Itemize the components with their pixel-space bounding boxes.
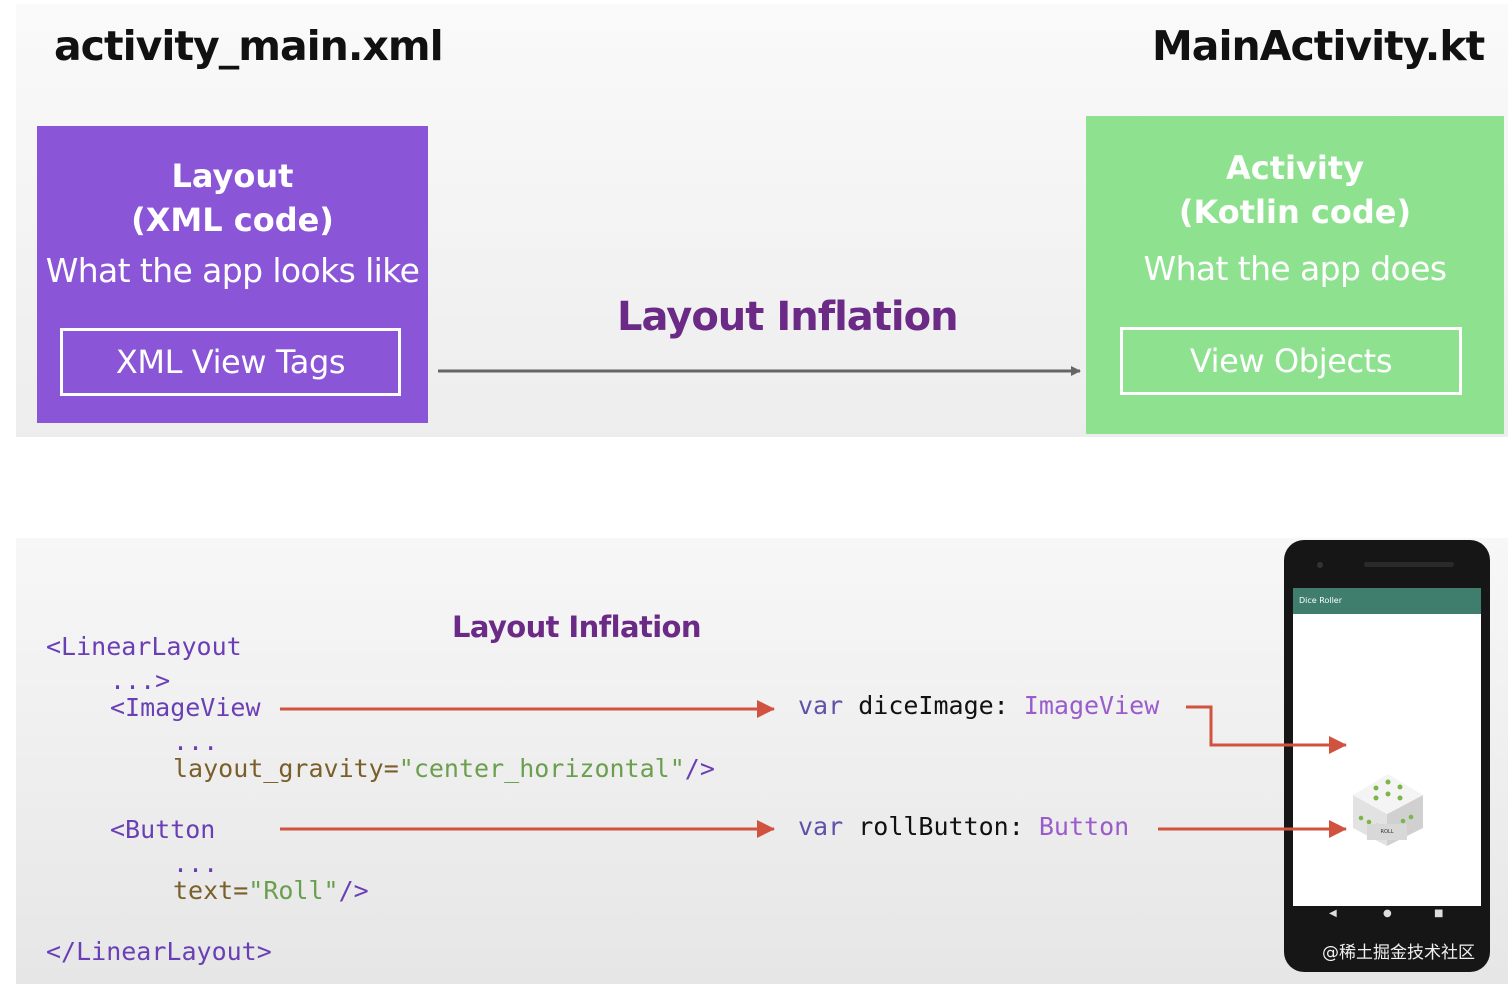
activity-box-title: Activity [1226,149,1364,187]
bottom-layout-inflation-label: Layout Inflation [452,610,702,644]
layout-box: Layout (XML code) What the app looks lik… [37,126,428,423]
xml-text-attr: text= [173,876,249,905]
xml-text-value: "Roll" [248,876,339,905]
app-bar: Dice Roller [1293,588,1481,614]
phone-mockup: Dice Roller ROLL ◀ ● ■ [1284,540,1490,972]
xml-gravity-attr: layout_gravity= [173,754,399,783]
xml-button-tag: <Button [110,815,216,844]
activity-box-description: What the app does [1143,249,1447,288]
back-nav-icon[interactable]: ◀ [1329,908,1337,919]
kotlin-imageview-type: ImageView [1023,691,1160,720]
xml-linearlayout-ellipsis: ...> [110,666,171,695]
activity-box: Activity (Kotlin code) What the app does… [1086,116,1504,434]
xml-linearlayout-open: <LinearLayout [46,632,242,661]
recents-nav-icon[interactable]: ■ [1434,908,1444,919]
layout-box-description: What the app looks like [45,251,420,290]
layout-box-subtitle: (XML code) [131,201,334,239]
kotlin-button-type: Button [1038,812,1130,841]
kotlin-dice-image-line: var diceImage: ImageView [798,691,1159,720]
view-objects-box: View Objects [1120,327,1462,395]
roll-button[interactable]: ROLL [1367,824,1407,840]
kotlin-file-title: MainActivity.kt [1152,22,1485,70]
xml-view-tags-box: XML View Tags [60,328,401,396]
xml-gravity-line: layout_gravity="center_horizontal"/> [173,754,715,783]
kotlin-roll-button-line: var rollButton: Button [798,812,1129,841]
xml-imageview-tag: <ImageView [110,693,261,722]
kotlin-dice-image-name: diceImage: [858,691,1009,720]
top-layout-inflation-label: Layout Inflation [617,294,959,340]
home-nav-icon[interactable]: ● [1383,908,1392,919]
xml-button-ellipsis: ... [173,849,219,878]
xml-linearlayout-close: </LinearLayout> [46,937,272,966]
xml-text-line: text="Roll"/> [173,876,369,905]
dice-image-arrow [1186,705,1347,754]
watermark: @稀土掘金技术社区 [1322,943,1475,963]
xml-gravity-close: /> [684,754,715,783]
xml-text-close: /> [338,876,369,905]
phone-screen: Dice Roller ROLL [1293,588,1481,906]
kotlin-var-keyword: var [798,812,844,841]
kotlin-var-keyword: var [798,691,844,720]
bottom-diagram-panel [16,538,1508,984]
layout-box-title: Layout [171,157,294,195]
activity-box-subtitle: (Kotlin code) [1178,193,1412,231]
kotlin-roll-button-name: rollButton: [858,812,1024,841]
xml-file-title: activity_main.xml [54,22,444,70]
phone-speaker [1364,562,1454,567]
xml-gravity-value: "center_horizontal" [398,754,685,783]
phone-camera [1317,562,1323,568]
xml-imageview-ellipsis: ... [173,727,219,756]
